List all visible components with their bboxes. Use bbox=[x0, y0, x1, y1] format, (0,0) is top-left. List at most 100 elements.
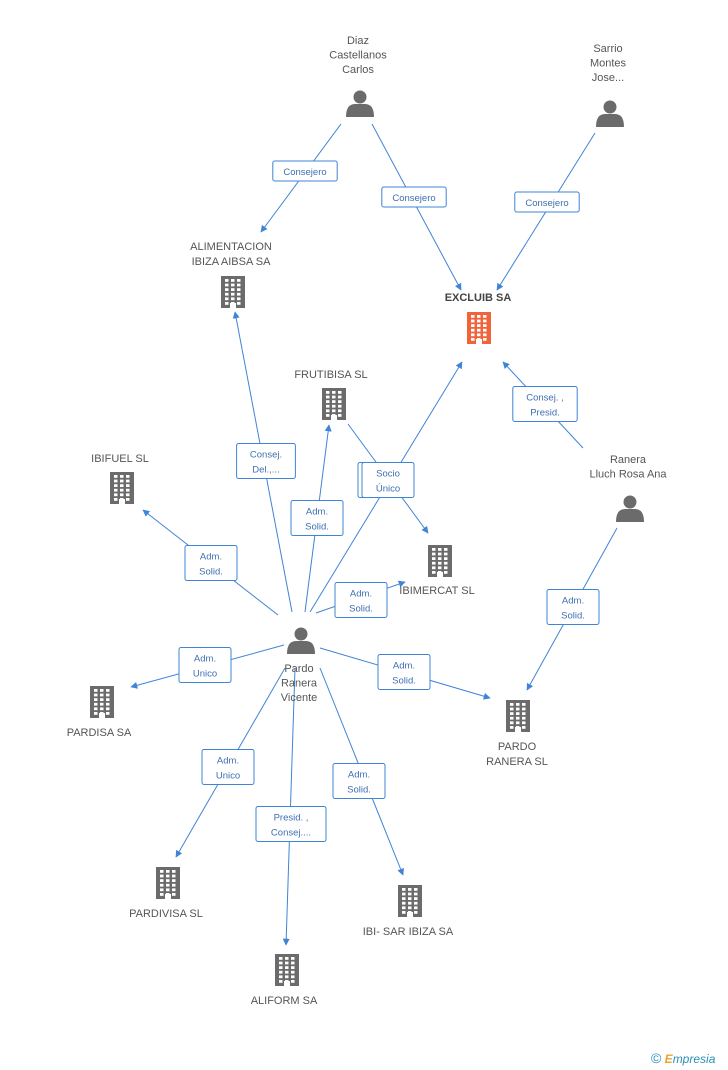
edge-label-text: Unico bbox=[193, 669, 217, 680]
edge-label-e13[interactable]: Adm. Solid. bbox=[377, 654, 431, 690]
edge-label-box bbox=[377, 654, 431, 690]
building-icon bbox=[110, 472, 134, 504]
node-excluib[interactable]: EXCLUIB SA bbox=[445, 292, 512, 344]
node-label: IBIMERCAT SL bbox=[399, 585, 474, 597]
edge-label-e4[interactable]: Consej. , Presid. bbox=[512, 386, 578, 422]
nodes-layer: DiazCastellanosCarlosSarrioMontesJose...… bbox=[67, 35, 668, 1007]
edge-label-text: Adm. bbox=[348, 770, 370, 781]
edge-label-box bbox=[514, 191, 580, 213]
edge-label-box bbox=[512, 386, 578, 422]
edge-label-text: Consejero bbox=[392, 193, 435, 204]
node-label: Pardo bbox=[284, 663, 313, 675]
edge-label-e5[interactable]: Adm. Solid. bbox=[546, 589, 600, 625]
node-label: Lluch Rosa Ana bbox=[589, 469, 667, 481]
node-pardivisa[interactable]: PARDIVISA SL bbox=[129, 867, 203, 920]
edge-label-text: Adm. bbox=[562, 596, 584, 607]
edge-label-text: Solid. bbox=[347, 785, 371, 796]
edge-label-e3[interactable]: Consejero bbox=[514, 191, 580, 213]
edge-label-text: Solid. bbox=[561, 611, 585, 622]
node-aliform[interactable]: ALIFORM SA bbox=[251, 954, 318, 1007]
node-label: Castellanos bbox=[329, 50, 387, 62]
node-label: ALIFORM SA bbox=[251, 995, 318, 1007]
edge-label-text: Solid. bbox=[305, 522, 329, 533]
edge-label-e10[interactable]: Adm.Solid. bbox=[184, 545, 238, 581]
edge-label-box bbox=[334, 582, 388, 618]
edge-label-text: Adm. bbox=[393, 661, 415, 672]
edge-label-text: Adm. bbox=[350, 589, 372, 600]
node-ibimercat[interactable]: IBIMERCAT SL bbox=[399, 545, 475, 597]
node-frutibisa[interactable]: FRUTIBISA SL bbox=[294, 369, 368, 420]
node-label: IBIZA AIBSA SA bbox=[192, 256, 272, 268]
edge-label-e12[interactable]: Adm. Unico bbox=[178, 647, 232, 683]
edge-label-text: Consej.... bbox=[271, 828, 311, 839]
edge-label-box bbox=[381, 186, 447, 208]
edge-label-text: Consej. bbox=[250, 450, 282, 461]
node-label: Montes bbox=[590, 58, 627, 70]
node-label: RANERA SL bbox=[486, 756, 548, 768]
node-sarrio[interactable]: SarrioMontesJose... bbox=[590, 43, 627, 127]
edge-label-e11[interactable]: Adm.Solid. bbox=[334, 582, 388, 618]
person-icon bbox=[596, 100, 624, 127]
edge-label-e7[interactable]: Adm. Solid. bbox=[290, 500, 344, 536]
edge-label-text: Único bbox=[376, 484, 400, 495]
building-icon bbox=[506, 700, 530, 732]
edge-label-e15[interactable]: Presid. , Consej.... bbox=[255, 806, 327, 842]
node-pardisa[interactable]: PARDISA SA bbox=[67, 686, 132, 739]
edge-label-text: Consejero bbox=[283, 167, 326, 178]
edge-label-text: Adm. bbox=[306, 507, 328, 518]
edge-label-box bbox=[272, 160, 338, 182]
edge-label-text: Consejero bbox=[525, 198, 568, 209]
node-label: Sarrio bbox=[593, 43, 622, 55]
edge-label-box bbox=[184, 545, 238, 581]
building-icon bbox=[467, 312, 491, 344]
node-alimentacion[interactable]: ALIMENTACION IBIZA AIBSA SA bbox=[190, 241, 272, 308]
brand-name: mpresia bbox=[672, 1052, 716, 1066]
edge-label-text: Adm. bbox=[217, 756, 239, 767]
node-label: EXCLUIB SA bbox=[445, 292, 512, 304]
edge-label-text: Consej. , bbox=[526, 393, 564, 404]
building-icon bbox=[398, 885, 422, 917]
edge-label-text: Adm. bbox=[194, 654, 216, 665]
building-icon bbox=[156, 867, 180, 899]
node-label: ALIMENTACION bbox=[190, 241, 272, 253]
node-label: Carlos bbox=[342, 64, 374, 76]
node-ibisar[interactable]: IBI- SAR IBIZA SA bbox=[363, 885, 454, 938]
edge-label-e16[interactable]: Adm. Solid. bbox=[332, 763, 386, 799]
person-icon bbox=[616, 495, 644, 522]
edge-label-box bbox=[236, 443, 296, 479]
edge-label-box bbox=[546, 589, 600, 625]
edge-label-text: Solid. bbox=[199, 567, 223, 578]
edge-label-text: Unico bbox=[216, 771, 240, 782]
edge-label-text: Presid. , bbox=[274, 813, 309, 824]
node-ibifuel[interactable]: IBIFUEL SL bbox=[91, 453, 149, 504]
building-icon bbox=[90, 686, 114, 718]
person-icon bbox=[287, 627, 315, 654]
edge-label-box bbox=[178, 647, 232, 683]
building-icon bbox=[275, 954, 299, 986]
person-icon bbox=[346, 90, 374, 117]
node-label: PARDIVISA SL bbox=[129, 908, 203, 920]
edge-label-text: Socio bbox=[376, 469, 400, 480]
node-label: PARDO bbox=[498, 741, 537, 753]
edge-label-box bbox=[332, 763, 386, 799]
edge-label-text: Solid. bbox=[392, 676, 416, 687]
footer-brand[interactable]: © Empresia bbox=[651, 1050, 715, 1066]
edge-label-e2[interactable]: Consejero bbox=[381, 186, 447, 208]
node-label: Diaz bbox=[347, 35, 369, 47]
node-label: IBI- SAR IBIZA SA bbox=[363, 926, 454, 938]
brand-initial: E bbox=[664, 1052, 673, 1066]
node-label: Ranera bbox=[610, 454, 647, 466]
building-icon bbox=[322, 388, 346, 420]
node-pardoranera[interactable]: PARDO RANERA SL bbox=[486, 700, 548, 768]
edge-label-e14[interactable]: Adm. Unico bbox=[201, 749, 255, 785]
edge-label-e1[interactable]: Consejero bbox=[272, 160, 338, 182]
node-label: PARDISA SA bbox=[67, 727, 132, 739]
edge-label-e6[interactable]: Consej.Del.,... bbox=[236, 443, 296, 479]
edge-label-text: Presid. bbox=[530, 408, 560, 419]
node-label: Ranera bbox=[281, 678, 318, 690]
